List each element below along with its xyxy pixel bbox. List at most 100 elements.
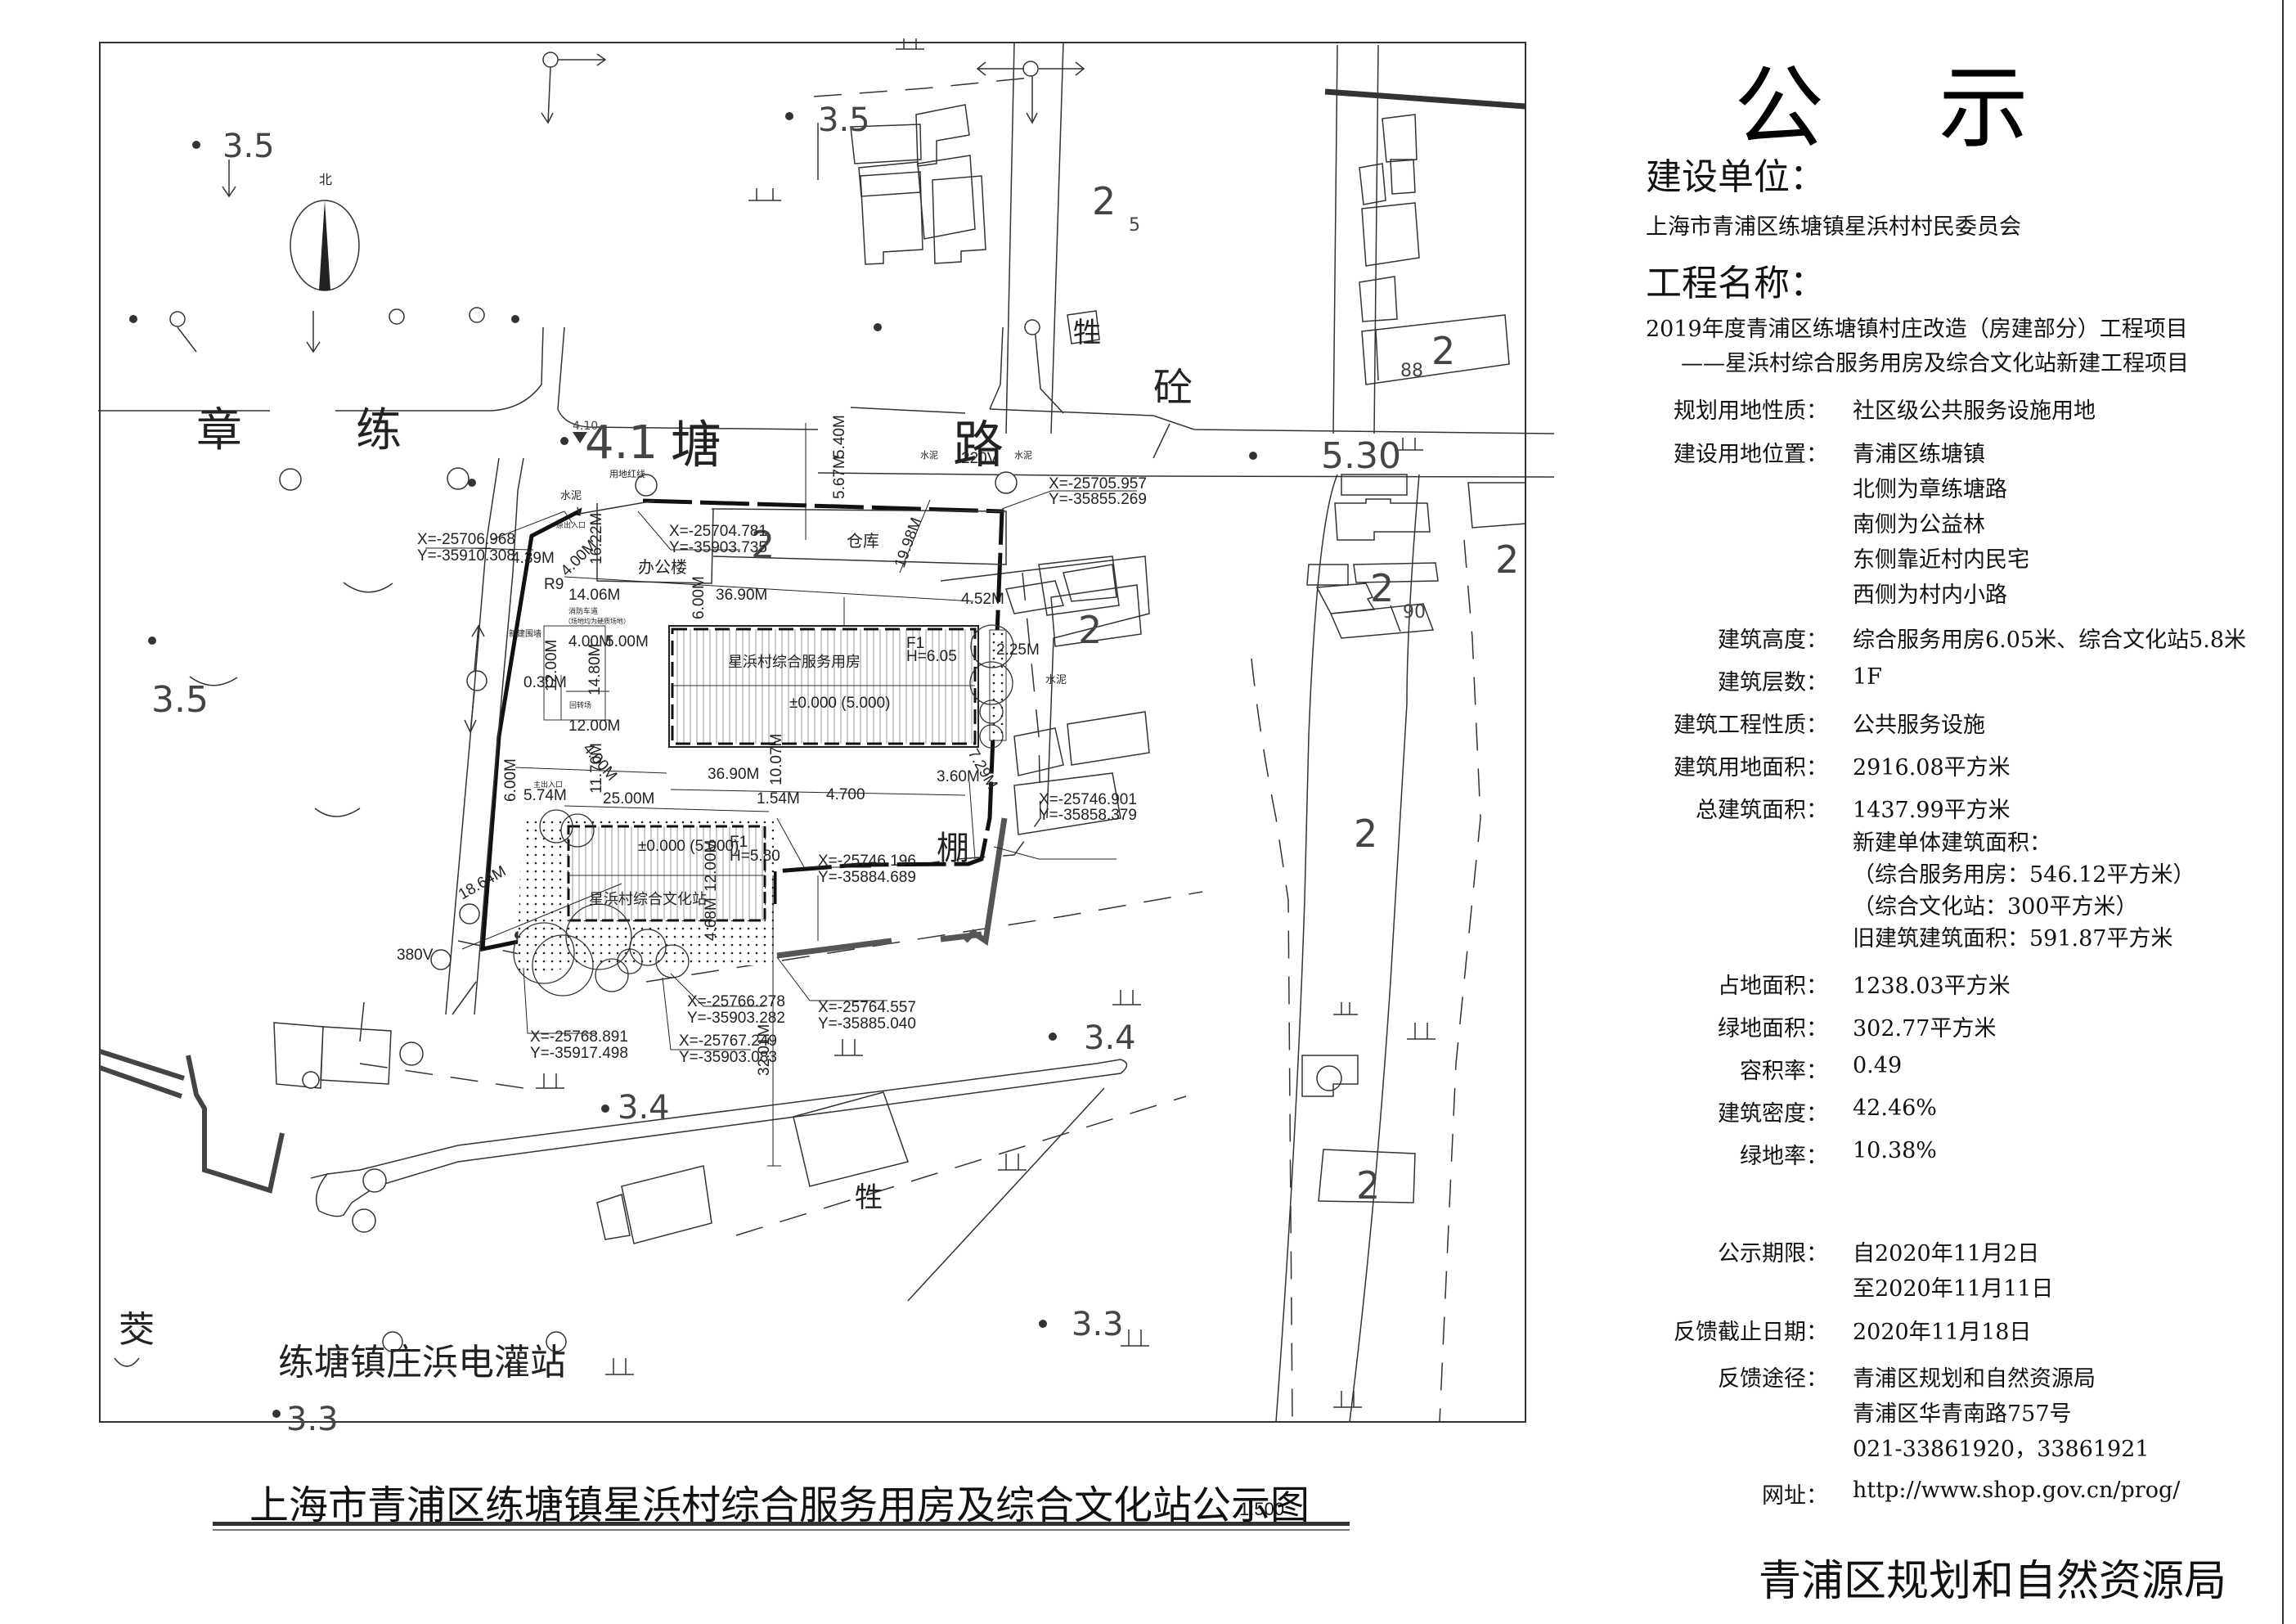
existing-wall-south bbox=[776, 931, 982, 959]
building-numbers: 2 5 2 88 2 90 2 2 2 2 2 bbox=[751, 179, 1519, 1208]
svg-text:6.00M: 6.00M bbox=[502, 758, 519, 802]
plan-frame bbox=[99, 42, 1526, 1423]
livestock-label: 牲 bbox=[855, 1181, 883, 1214]
svg-text:Y=-35917.498: Y=-35917.498 bbox=[530, 1045, 628, 1062]
website-link[interactable]: http://www.shop.gov.cn/prog/ bbox=[1853, 1478, 2181, 1503]
culture-station-level: ±0.000 (5.000) bbox=[638, 838, 739, 855]
svg-text:Y=-35855.269: Y=-35855.269 bbox=[1049, 491, 1147, 508]
svg-text:12.00M: 12.00M bbox=[543, 640, 560, 691]
sheet-right-border bbox=[2282, 0, 2284, 1624]
svg-text:X=-25746.196: X=-25746.196 bbox=[818, 852, 916, 870]
elevation-label: 3.4 bbox=[618, 1089, 670, 1127]
svg-text:2: 2 bbox=[1370, 566, 1394, 610]
svg-text:2: 2 bbox=[1356, 1163, 1380, 1208]
svg-text:3.60M: 3.60M bbox=[937, 768, 980, 785]
svg-text:Y=-35903.083: Y=-35903.083 bbox=[679, 1049, 777, 1066]
shed-label: 棚 bbox=[937, 830, 969, 867]
fire-lane bbox=[543, 625, 609, 721]
livestock-label: 牲 bbox=[1073, 317, 1101, 349]
road-material-label: 砼 bbox=[1153, 365, 1193, 411]
neighbor-buildings bbox=[273, 104, 1526, 1302]
svg-text:2: 2 bbox=[1092, 179, 1116, 223]
svg-text:90: 90 bbox=[1403, 602, 1426, 623]
drawing-scale: 1:500 bbox=[1239, 1499, 1285, 1519]
dimension-lines bbox=[461, 423, 976, 1167]
service-building bbox=[668, 625, 979, 748]
svg-text:2.25M: 2.25M bbox=[996, 641, 1040, 659]
road-name-char: 路 bbox=[953, 415, 1004, 475]
svg-text:32.01M: 32.01M bbox=[756, 1024, 773, 1076]
culture-station-name: 星浜村综合文化站 bbox=[589, 891, 707, 908]
svg-text:14.06M: 14.06M bbox=[568, 587, 620, 604]
svg-text:4.39M: 4.39M bbox=[511, 550, 555, 567]
elevation-label: 3.4 bbox=[1084, 1019, 1136, 1057]
notice-title: 公示 bbox=[1734, 56, 2143, 160]
office-label: 办公楼 bbox=[638, 557, 687, 577]
drawing-title: 上海市青浦区练塘镇星浜村综合服务用房及综合文化站公示图 bbox=[249, 1482, 1310, 1528]
svg-text:Y=-35910.308: Y=-35910.308 bbox=[417, 547, 515, 565]
east-lane bbox=[1005, 42, 1420, 1423]
new-wall-label: 新建围墙 bbox=[509, 628, 541, 639]
west-char-label: 茭 bbox=[119, 1309, 155, 1351]
warehouse-label: 仓库 bbox=[847, 531, 879, 551]
elevation-label: 4.1 bbox=[585, 416, 658, 470]
red-line-label: 用地红线 bbox=[609, 468, 645, 479]
orig-entrance-label: 原出入口 bbox=[556, 520, 586, 530]
svg-text:25.00M: 25.00M bbox=[603, 790, 654, 808]
svg-text:2: 2 bbox=[1354, 812, 1377, 856]
svg-text:2: 2 bbox=[1078, 608, 1102, 652]
turnaround-label: 回转场 bbox=[569, 700, 591, 710]
voltage-label: 220V bbox=[961, 450, 998, 467]
svg-text:4.00M: 4.00M bbox=[568, 633, 612, 650]
coordinate-labels: X=-25706.968 Y=-35910.308 X=-25704.781 Y… bbox=[417, 475, 1147, 1066]
elevation-label: 3.5 bbox=[151, 679, 209, 721]
south-road bbox=[310, 1059, 1128, 1217]
voltage-label: 380V bbox=[397, 947, 434, 964]
project-heading: 工程名称： bbox=[1646, 263, 1826, 304]
svg-text:X=-25746.901: X=-25746.901 bbox=[1039, 791, 1137, 808]
svg-text:2: 2 bbox=[1495, 538, 1519, 582]
elevation-label: 3.5 bbox=[818, 101, 870, 139]
title-underline-thin bbox=[213, 1529, 1350, 1531]
svg-text:X=-25766.278: X=-25766.278 bbox=[687, 993, 785, 1010]
elevation-label: 3.5 bbox=[222, 128, 275, 165]
grass-symbols bbox=[536, 38, 1436, 1408]
service-building-name: 星浜村综合服务用房 bbox=[728, 654, 860, 671]
builder-heading: 建设单位： bbox=[1646, 156, 1826, 198]
svg-text:5: 5 bbox=[1129, 215, 1140, 236]
utility-poles bbox=[169, 52, 1040, 1352]
culture-station bbox=[517, 818, 774, 974]
project-name-line2: ——星浜村综合服务用房及综合文化站新建工程项目 bbox=[1681, 351, 2189, 376]
svg-text:14.80M: 14.80M bbox=[586, 644, 604, 695]
cement-label: 水泥 bbox=[1014, 450, 1032, 461]
main-entrance-label: 主出入口 bbox=[533, 780, 563, 790]
svg-text:Y=-35903.735: Y=-35903.735 bbox=[669, 539, 767, 556]
elevation-dots bbox=[129, 112, 1257, 1418]
svg-text:X=-25706.968: X=-25706.968 bbox=[417, 531, 515, 548]
svg-text:36.90M: 36.90M bbox=[716, 587, 767, 604]
svg-text:5.40M: 5.40M bbox=[831, 415, 848, 458]
service-building-level: ±0.000 (5.000) bbox=[789, 695, 890, 712]
svg-text:4.52M: 4.52M bbox=[961, 591, 1004, 608]
project-name-line1: 2019年度青浦区练塘镇村庄改造（房建部分）工程项目 bbox=[1646, 317, 2188, 342]
service-building-floor: F1 bbox=[906, 635, 924, 652]
pump-station-walls bbox=[99, 1049, 285, 1194]
arrows bbox=[177, 53, 1085, 1042]
north-label: 北 bbox=[319, 172, 332, 187]
builder-name: 上海市青浦区练塘镇星浜村村民委员会 bbox=[1646, 214, 2021, 240]
svg-text:R9: R9 bbox=[544, 576, 564, 593]
svg-text:Y=-35885.040: Y=-35885.040 bbox=[818, 1015, 916, 1032]
pump-station-label: 练塘镇庄浜电灌站 bbox=[278, 1342, 566, 1383]
fire-lane-label: 消防车道 bbox=[568, 606, 598, 616]
svg-text:Y=-35903.282: Y=-35903.282 bbox=[687, 1010, 785, 1027]
svg-text:1.54M: 1.54M bbox=[757, 790, 800, 808]
existing-wall-east bbox=[963, 817, 1008, 946]
elevation-label: 3.3 bbox=[286, 1401, 339, 1438]
svg-text:X=-25705.957: X=-25705.957 bbox=[1049, 475, 1147, 493]
elevation-label: 3.3 bbox=[1072, 1306, 1124, 1343]
svg-text:Y=-35884.689: Y=-35884.689 bbox=[818, 869, 916, 886]
svg-text:11.70M: 11.70M bbox=[588, 743, 605, 794]
dashed-lines bbox=[359, 77, 1481, 1423]
boundary-wall-ne bbox=[1324, 88, 1526, 110]
